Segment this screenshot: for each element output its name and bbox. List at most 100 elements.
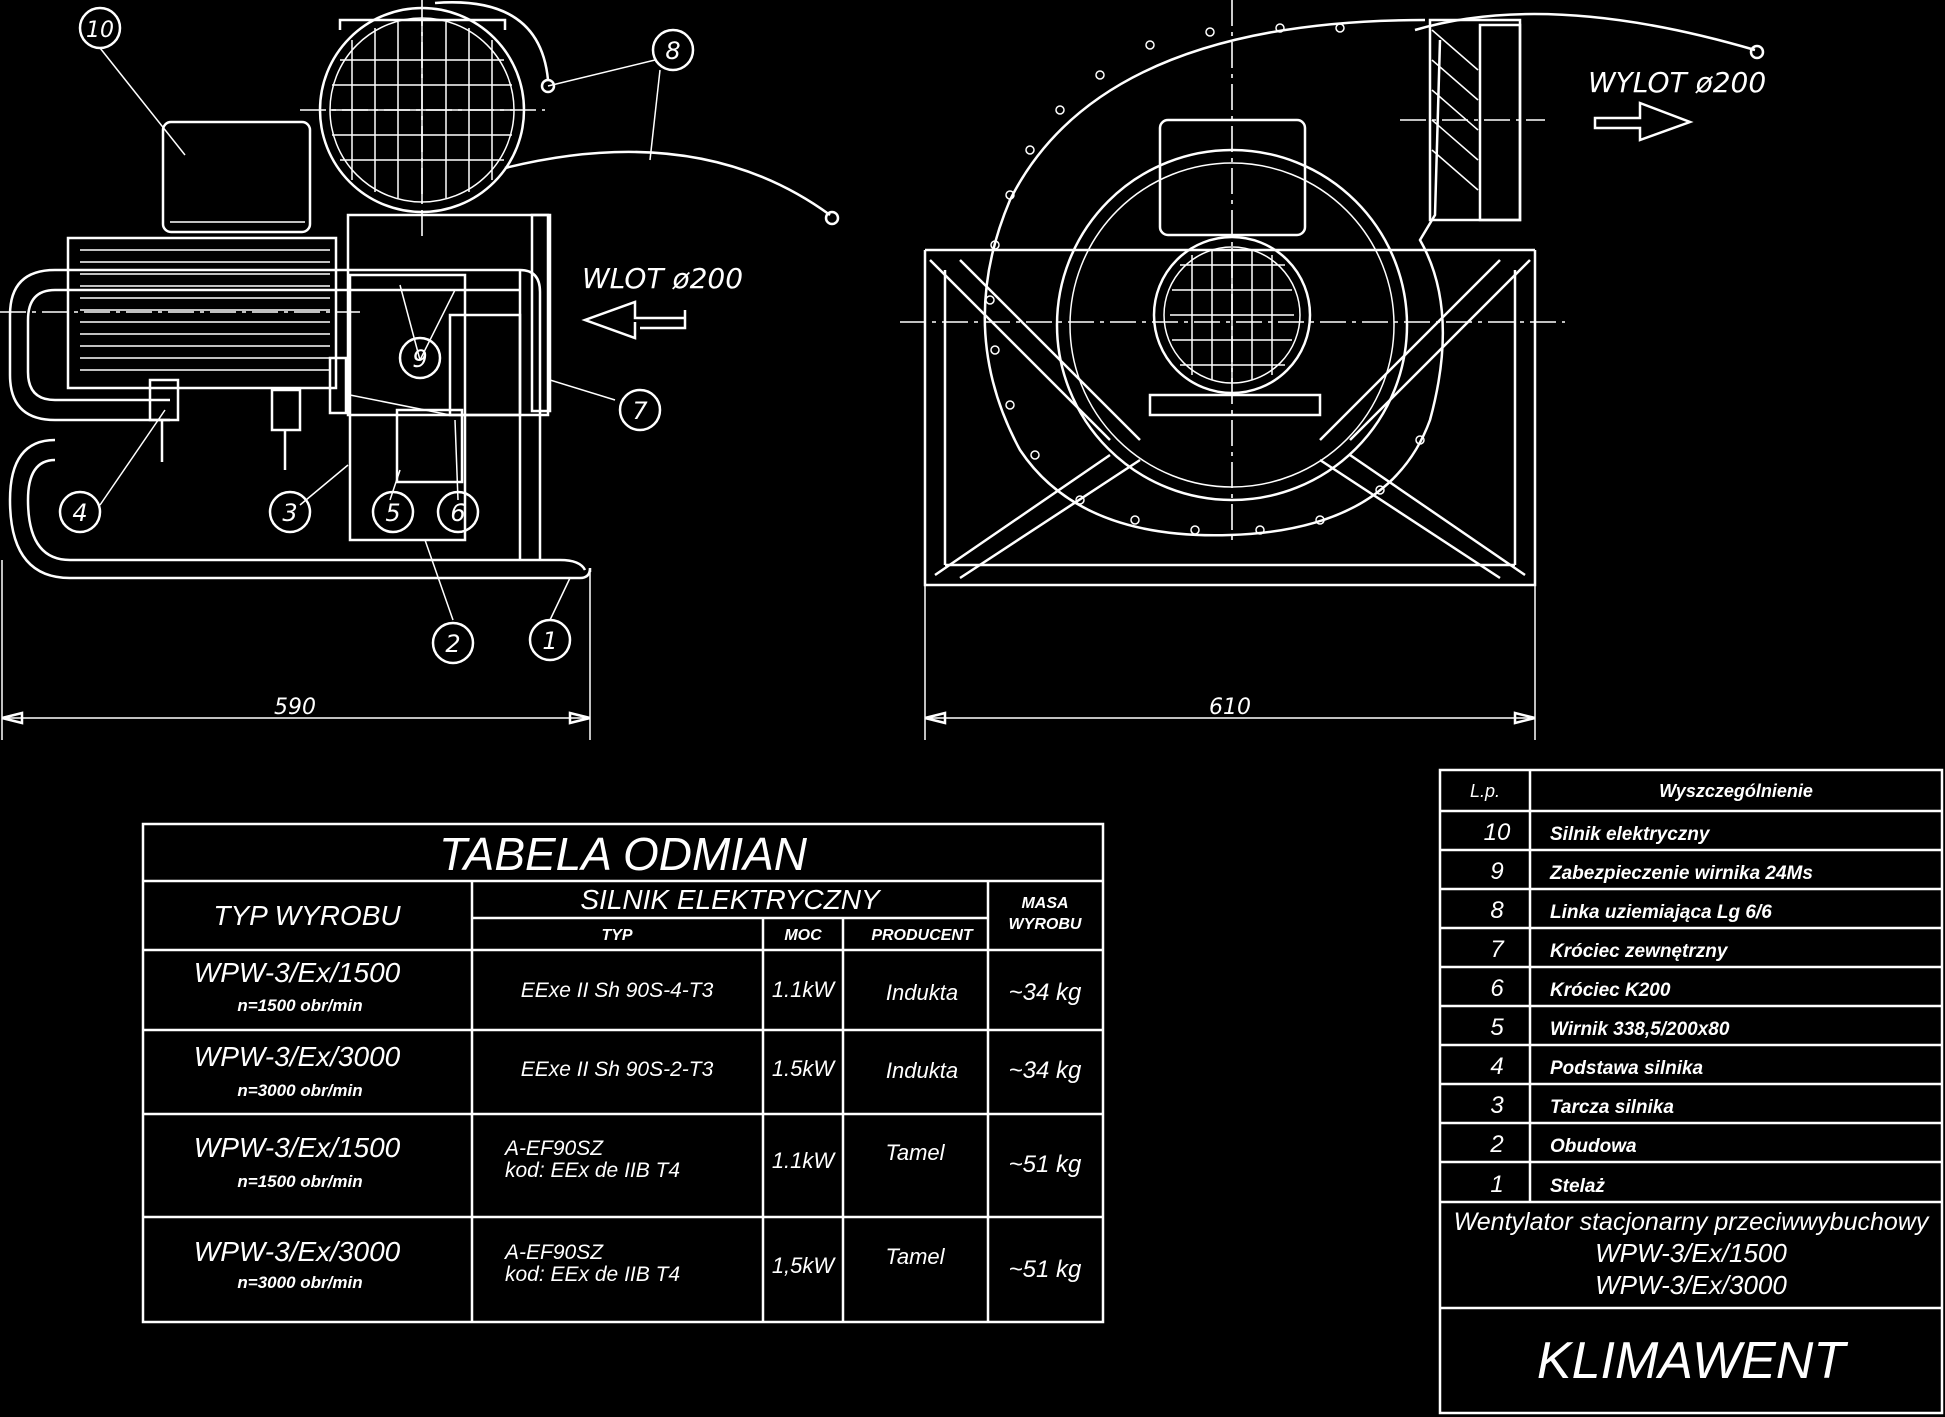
col-type-header: TYP WYROBU [213, 900, 401, 931]
row-producer: Tamel [885, 1244, 945, 1269]
part-number: 3 [1490, 1092, 1504, 1119]
callout-1-label: 1 [542, 627, 557, 655]
callout-8: 8 [651, 28, 695, 72]
list-item: 9 Zabezpieczenie wirnika 24Ms [1490, 858, 1813, 885]
inlet-arrow [581, 300, 685, 340]
row-power: 1,5kW [772, 1253, 837, 1278]
row-mass: ~51 kg [1009, 1151, 1082, 1178]
sub-moc-header: MOC [784, 927, 822, 944]
row-motor-code: kod: EEx de IIB T4 [505, 1263, 680, 1286]
row-type: WPW-3/Ex/3000 [194, 1236, 401, 1267]
row-producer: Indukta [886, 980, 958, 1005]
row-power: 1.1kW [772, 1148, 837, 1173]
part-number: 4 [1490, 1053, 1503, 1080]
side-view [0, 0, 840, 740]
list-item: 8 Linka uziemiająca Lg 6/6 [1490, 897, 1772, 924]
table-row: WPW-3/Ex/1500 n=1500 obr/min EExe II Sh … [194, 957, 1082, 1015]
row-power: 1.5kW [772, 1056, 837, 1081]
row-speed: n=1500 obr/min [237, 996, 362, 1015]
grounding-wire [434, 1, 831, 217]
row-speed: n=1500 obr/min [237, 1172, 362, 1191]
callout-4-label: 4 [72, 499, 87, 527]
parts-header-lp: L.p. [1470, 781, 1500, 801]
row-mass: ~51 kg [1009, 1256, 1082, 1283]
part-name: Tarcza silnika [1550, 1097, 1674, 1118]
dimension-610: 610 [1209, 695, 1251, 720]
callout-10: 10 [78, 6, 122, 50]
terminal-box [161, 120, 312, 234]
list-item: 6 Króciec K200 [1490, 975, 1671, 1002]
callout-6-label: 6 [450, 499, 465, 527]
housing-bolts [985, 23, 1425, 535]
callout-2: 2 [431, 621, 475, 665]
table-row: WPW-3/Ex/1500 n=1500 obr/min A-EF90SZ ko… [194, 1132, 1082, 1191]
list-item: 3 Tarcza silnika [1490, 1092, 1674, 1119]
callout-7-label: 7 [632, 397, 648, 425]
table-row: WPW-3/Ex/3000 n=3000 obr/min A-EF90SZ ko… [194, 1236, 1082, 1292]
col-mass-header-2: WYROBU [1009, 916, 1082, 933]
row-motor: EExe II Sh 90S-4-T3 [521, 979, 714, 1002]
callout-10-label: 10 [86, 18, 114, 43]
callout-4: 4 [58, 490, 102, 534]
parts-header-desc: Wyszczególnienie [1659, 781, 1813, 801]
row-mass: ~34 kg [1009, 1057, 1082, 1084]
part-name: Króciec K200 [1550, 980, 1671, 1001]
callout-9: 9 [398, 336, 442, 380]
callout-2-label: 2 [445, 630, 460, 658]
motor-base [148, 378, 180, 422]
col-mass-header-1: MASA [1021, 895, 1068, 912]
row-speed: n=3000 obr/min [237, 1081, 362, 1100]
part-name: Stelaż [1550, 1176, 1605, 1197]
row-type: WPW-3/Ex/3000 [194, 1041, 401, 1072]
callout-3-label: 3 [282, 499, 297, 527]
dimension-590: 590 [274, 695, 316, 720]
list-item: 1 Stelaż [1490, 1171, 1605, 1198]
list-item: 4 Podstawa silnika [1490, 1053, 1703, 1080]
callout-6: 6 [436, 490, 480, 534]
callout-8-label: 8 [665, 37, 680, 65]
table-row: WPW-3/Ex/3000 n=3000 obr/min EExe II Sh … [194, 1041, 1082, 1100]
part-number: 8 [1490, 897, 1504, 924]
part-number: 6 [1490, 975, 1504, 1002]
product-model-2: WPW-3/Ex/3000 [1595, 1270, 1787, 1300]
callout-7: 7 [618, 388, 662, 432]
product-description: Wentylator stacjonarny przeciwwybuchowy [1454, 1208, 1930, 1236]
motor-fins [80, 249, 330, 371]
part-number: 1 [1490, 1171, 1503, 1198]
callout-9-label: 9 [412, 345, 427, 373]
scroll-housing [983, 18, 1445, 537]
motor-body [66, 236, 338, 390]
row-motor: EExe II Sh 90S-2-T3 [521, 1058, 714, 1081]
part-number: 2 [1489, 1131, 1503, 1158]
row-producer: Indukta [886, 1058, 958, 1083]
sub-typ-header: TYP [601, 927, 632, 944]
row-producer: Tamel [885, 1140, 945, 1165]
list-item: 7 Króciec zewnętrzny [1490, 936, 1729, 963]
row-motor: A-EF90SZ [503, 1137, 604, 1160]
callout-5-label: 5 [385, 499, 400, 527]
part-name: Silnik elektryczny [1550, 824, 1711, 845]
company-name: KLIMAWENT [1537, 1332, 1848, 1390]
part-number: 9 [1490, 858, 1503, 885]
leader-lines [99, 47, 661, 621]
row-type: WPW-3/Ex/1500 [194, 957, 401, 988]
inlet-label: WLOT ø200 [582, 262, 743, 295]
row-speed: n=3000 obr/min [237, 1273, 362, 1292]
part-name: Obudowa [1550, 1136, 1637, 1157]
part-number: 7 [1490, 936, 1505, 963]
row-type: WPW-3/Ex/1500 [194, 1132, 401, 1163]
part-number: 5 [1490, 1014, 1504, 1041]
stand-frame [923, 248, 1537, 587]
variants-table: TABELA ODMIAN TYP WYROBU SILNIK ELEKTRYC… [141, 822, 1105, 1324]
part-name: Podstawa silnika [1550, 1058, 1704, 1079]
part-name: Zabezpieczenie wirnika 24Ms [1549, 863, 1813, 884]
outlet-arrow [1593, 101, 1694, 142]
row-mass: ~34 kg [1009, 979, 1082, 1006]
part-name: Króciec zewnętrzny [1550, 941, 1729, 962]
part-name: Linka uziemiająca Lg 6/6 [1550, 902, 1772, 923]
col-motor-header: SILNIK ELEKTRYCZNY [580, 884, 882, 915]
callout-3: 3 [268, 490, 312, 534]
